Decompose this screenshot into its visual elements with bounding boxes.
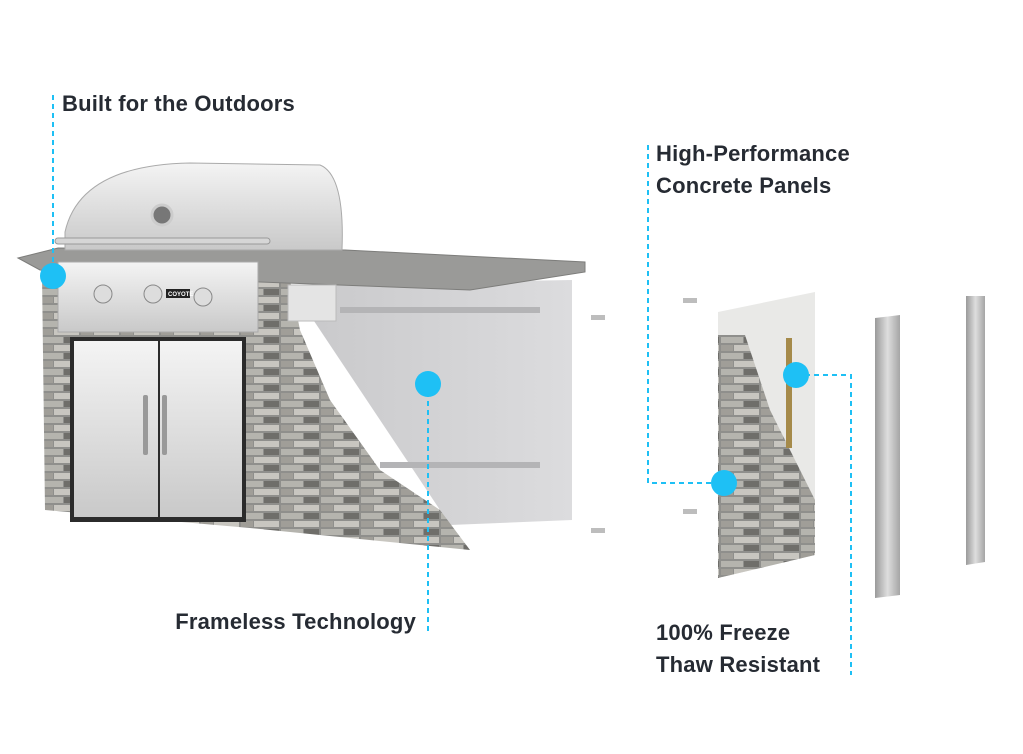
grill: COYOTE: [54, 162, 343, 333]
access-doors: [70, 337, 246, 522]
exploded-concrete-panel: [718, 292, 815, 578]
grill-brand-logo: COYOTE: [168, 292, 193, 298]
callout-label-outdoors: Built for the Outdoors: [62, 91, 295, 116]
callout-dot-outdoors[interactable]: [40, 263, 66, 289]
outlet-box: [287, 284, 337, 322]
panel-clips: [591, 298, 697, 533]
callout-label-panels-line2: Concrete Panels: [656, 173, 832, 198]
callout-dot-freeze[interactable]: [783, 362, 809, 388]
support-post: [875, 315, 900, 598]
callout-label-freeze-line2: Thaw Resistant: [656, 652, 821, 677]
callout-dot-frameless[interactable]: [415, 371, 441, 397]
callout-label-panels-line1: High-Performance: [656, 141, 850, 166]
support-channel: [966, 296, 985, 565]
concrete-panel-body: [290, 280, 572, 525]
callout-label-frameless: Frameless Technology: [175, 609, 416, 634]
callout-lines: [52, 95, 852, 675]
callout-label-freeze-line1: 100% Freeze: [656, 620, 791, 645]
callout-dot-panels[interactable]: [711, 470, 737, 496]
